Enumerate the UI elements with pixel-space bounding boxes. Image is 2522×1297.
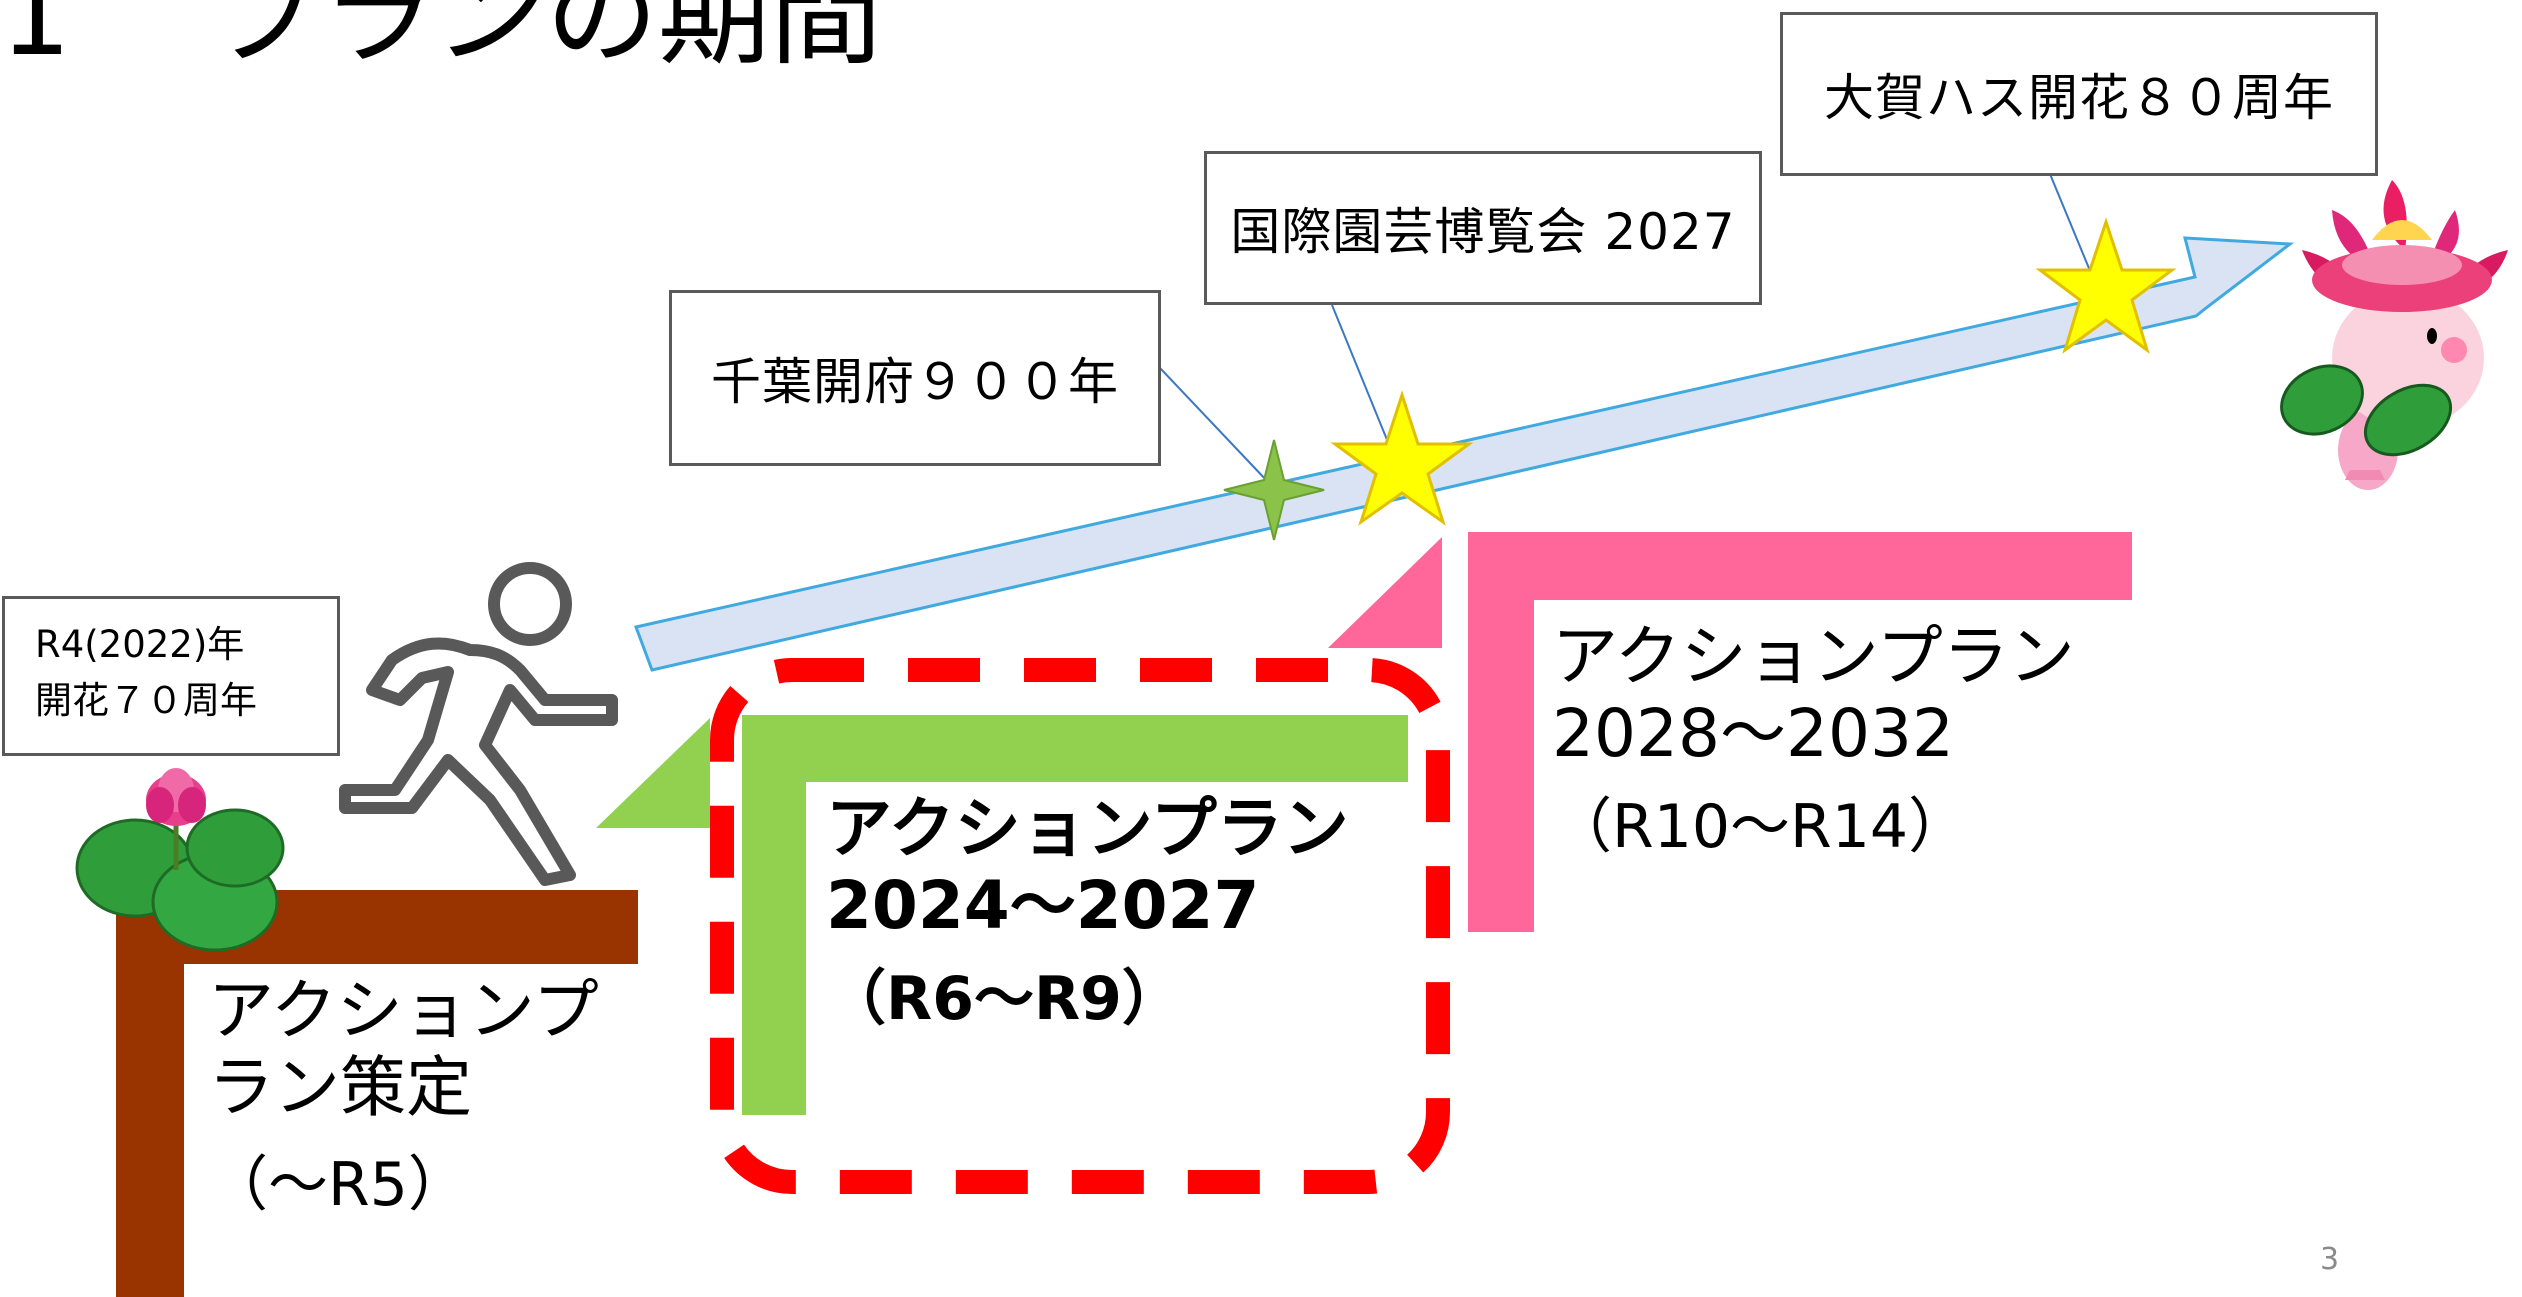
- star-icon: [1330, 390, 1474, 526]
- plan-1-line1: アクションプ: [208, 972, 599, 1049]
- page-number: 3: [2320, 1242, 2340, 1277]
- plan-step-3-arrowhead: [1328, 537, 1442, 648]
- plan-2-line1: アクションプラン: [826, 790, 1349, 867]
- callout-r4-line2: 開花７０周年: [35, 678, 257, 722]
- plan-1-line2: ラン策定: [208, 1049, 472, 1127]
- callout-expo-text: 国際園芸博覧会 2027: [1230, 203, 1736, 261]
- sparkle-icon: [1223, 439, 1325, 541]
- plan-3-line1: アクションプラン: [1552, 618, 2075, 695]
- plan-step-2-arrowhead: [596, 718, 710, 828]
- lotus-flower-icon: [75, 768, 285, 952]
- plan-2-period: （R6～R9）: [826, 964, 1182, 1035]
- plan-3-period: （R10～R14）: [1552, 792, 1969, 863]
- title-number: 1: [0, 0, 72, 81]
- plan-step-2: [742, 715, 1408, 1115]
- callout-oga-lotus: 大賀ハス開花８０周年: [1780, 12, 2378, 176]
- running-person-icon: [339, 562, 618, 886]
- leader-line-chiba: [1159, 367, 1269, 483]
- plan-1-label: アクションプ ラン策定 （～R5）: [208, 972, 599, 1221]
- plan-2-label: アクションプラン 2024～2027 （R6～R9）: [826, 790, 1349, 1035]
- callout-chiba-kaifu: 千葉開府９００年: [669, 290, 1161, 466]
- star-icon: [2035, 217, 2177, 354]
- plan-2-line2: 2024～2027: [826, 867, 1260, 945]
- callout-oga-lotus-text: 大賀ハス開花８０周年: [1824, 69, 2334, 127]
- lotus-mascot-icon: [2280, 180, 2508, 490]
- leader-line-expo: [1331, 304, 1393, 453]
- callout-r4: R4(2022)年 開花７０周年: [2, 596, 340, 756]
- plan-step-3: [1468, 532, 2132, 932]
- plan-3-line2: 2028～2032: [1552, 695, 1954, 773]
- callout-chiba-kaifu-text: 千葉開府９００年: [711, 353, 1119, 411]
- leader-line-oga: [2049, 173, 2094, 279]
- callout-expo: 国際園芸博覧会 2027: [1204, 151, 1762, 305]
- current-plan-highlight: [710, 658, 1450, 1194]
- plan-1-period: （～R5）: [208, 1150, 468, 1221]
- callout-r4-line1: R4(2022)年: [35, 623, 245, 666]
- plan-3-label: アクションプラン 2028～2032 （R10～R14）: [1552, 618, 2075, 863]
- title-text: プランの期間: [210, 0, 882, 81]
- timeline-arrow: [633, 236, 2295, 672]
